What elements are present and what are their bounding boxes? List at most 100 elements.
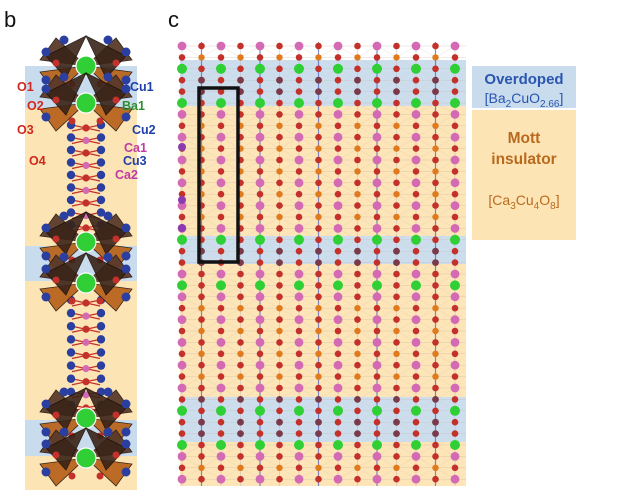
copper-atom bbox=[354, 259, 361, 266]
copper-atom bbox=[432, 88, 439, 95]
calcium-atom bbox=[294, 315, 304, 324]
calcium-atom bbox=[216, 178, 226, 188]
oxygen-atom bbox=[354, 65, 361, 73]
calcium-atom bbox=[82, 312, 90, 320]
barium-atom bbox=[294, 280, 304, 291]
oxygen-atom bbox=[315, 350, 322, 357]
barium-atom bbox=[177, 405, 187, 416]
barium-atom bbox=[75, 92, 97, 114]
oxygen-atom bbox=[334, 145, 342, 152]
calcium-atom bbox=[450, 292, 460, 302]
octahedron-face bbox=[45, 387, 87, 431]
calcium-atom bbox=[216, 452, 226, 461]
barium-atom bbox=[216, 405, 226, 416]
copper-atom bbox=[41, 251, 51, 261]
copper-atom bbox=[198, 430, 205, 437]
oxygen-atom bbox=[354, 133, 361, 141]
oxygen-atom bbox=[432, 327, 439, 335]
panel-b-structure: b O1 O2 O3 O4 Cu1 Ba1 Cu2 Ca1 Cu3 Ca2 bbox=[4, 7, 156, 490]
calcium-atom bbox=[177, 360, 187, 370]
oxygen-atom bbox=[354, 327, 361, 335]
calcium-atom bbox=[177, 41, 187, 51]
calcium-atom bbox=[294, 41, 304, 51]
copper-atom bbox=[198, 396, 205, 403]
oxygen-atom bbox=[178, 54, 186, 61]
oxygen-atom bbox=[451, 464, 459, 472]
calcium-atom bbox=[216, 132, 226, 142]
oxygen-atom bbox=[334, 168, 342, 175]
oxygen-atom bbox=[451, 190, 459, 198]
copper-atom bbox=[354, 76, 361, 84]
oxygen-atom bbox=[393, 65, 400, 73]
oxygen-atom bbox=[432, 99, 439, 107]
barium-atom bbox=[75, 55, 97, 77]
oxygen-atom bbox=[373, 190, 381, 198]
oxygen-atom bbox=[432, 111, 439, 118]
calcium-atom bbox=[216, 474, 226, 484]
oxygen-atom bbox=[412, 373, 420, 380]
barium-atom bbox=[333, 63, 343, 74]
copper-atom bbox=[121, 47, 131, 57]
oxygen-atom bbox=[354, 350, 361, 357]
copper-atom bbox=[103, 72, 113, 82]
oxygen-atom bbox=[393, 202, 400, 209]
copper-atom bbox=[354, 247, 361, 255]
copper-atom bbox=[41, 223, 51, 233]
calcium-atom bbox=[372, 452, 382, 461]
oxygen-atom bbox=[82, 299, 90, 307]
oxygen-atom bbox=[256, 373, 264, 380]
oxygen-atom bbox=[432, 156, 439, 164]
oxygen-atom bbox=[412, 464, 420, 472]
copper-atom bbox=[66, 170, 76, 180]
oxygen-atom bbox=[334, 350, 342, 358]
calcium-atom bbox=[450, 224, 460, 233]
octahedron-face bbox=[85, 211, 127, 255]
oxygen-atom bbox=[237, 475, 244, 483]
oxygen-atom bbox=[373, 327, 381, 335]
label-cu3: Cu3 bbox=[123, 154, 147, 168]
copper-atom bbox=[59, 387, 69, 397]
oxygen-atom bbox=[354, 122, 361, 129]
oxygen-atom bbox=[334, 247, 342, 255]
copper-atom bbox=[41, 264, 51, 274]
oxygen-atom bbox=[451, 327, 459, 335]
oxygen-atom bbox=[451, 396, 459, 403]
oxygen-atom bbox=[373, 213, 381, 221]
oxygen-atom bbox=[276, 293, 283, 301]
oxygen-atom bbox=[412, 122, 420, 130]
label-o2: O2 bbox=[27, 99, 44, 113]
oxygen-atom bbox=[432, 122, 439, 129]
oxygen-atom bbox=[315, 145, 322, 152]
calcium-atom bbox=[372, 132, 382, 142]
oxygen-atom bbox=[315, 133, 322, 141]
oxygen-atom bbox=[315, 168, 322, 175]
oxygen-atom bbox=[373, 418, 381, 426]
oxygen-atom bbox=[217, 304, 225, 312]
barium-atom bbox=[333, 98, 343, 108]
barium-atom bbox=[216, 280, 226, 291]
oxygen-atom bbox=[68, 472, 76, 480]
copper-atom bbox=[276, 396, 283, 403]
calcium-atom bbox=[333, 178, 343, 188]
oxygen-atom bbox=[315, 99, 322, 107]
copper-atom bbox=[276, 76, 283, 84]
oxygen-atom bbox=[237, 384, 244, 392]
oxygen-atom bbox=[451, 350, 459, 358]
calcium-atom bbox=[411, 41, 421, 51]
oxygen-atom bbox=[237, 305, 244, 312]
calcium-atom bbox=[177, 132, 187, 142]
oxygen-atom bbox=[276, 122, 283, 129]
oxygen-atom bbox=[354, 270, 361, 278]
oxygen-atom bbox=[315, 305, 322, 312]
oxygen-atom bbox=[354, 407, 361, 415]
oxygen-atom bbox=[315, 111, 322, 118]
oxygen-atom bbox=[315, 202, 322, 209]
oxygen-atom bbox=[315, 42, 322, 50]
oxygen-atom bbox=[393, 384, 400, 392]
calcium-atom bbox=[255, 474, 265, 484]
copper-atom bbox=[96, 158, 106, 167]
oxygen-atom bbox=[198, 305, 205, 312]
oxygen-atom bbox=[217, 327, 225, 335]
oxygen-atom bbox=[412, 327, 420, 335]
oxygen-atom bbox=[178, 76, 186, 84]
